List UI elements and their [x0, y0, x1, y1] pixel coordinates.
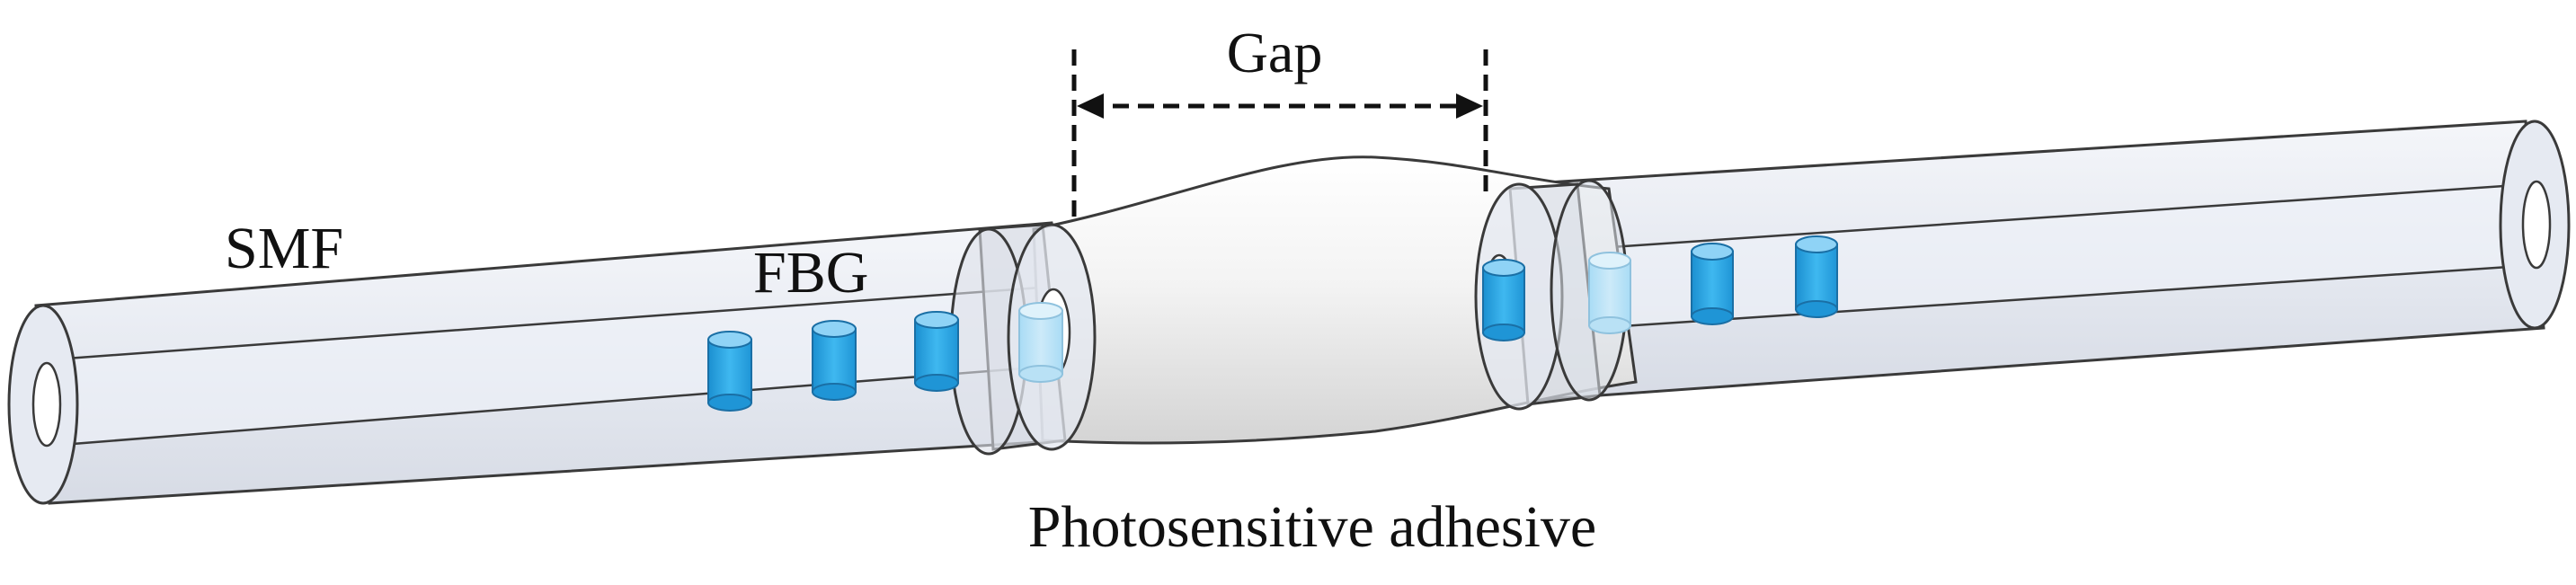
right-fbg-gratings: [1482, 235, 1838, 341]
gap-arrow-head-right: [1456, 93, 1483, 119]
grating-cylinder: [812, 320, 857, 401]
grating-cylinder: [914, 311, 959, 392]
left-end-core: [31, 361, 62, 448]
smf-label: SMF: [225, 216, 343, 281]
grating-cylinder: [1482, 259, 1525, 341]
right-fiber: [1517, 120, 2571, 402]
right-end-core: [2521, 180, 2552, 270]
gap-dimension: [1071, 49, 1488, 220]
right-collar: [1474, 179, 1629, 411]
fbg-label: FBG: [753, 240, 868, 306]
grating-cylinder-faint: [1588, 252, 1631, 334]
gap-label: Gap: [1227, 21, 1323, 84]
adhesive-label: Photosensitive adhesive: [1028, 494, 1596, 560]
gap-arrow-head-left: [1077, 93, 1104, 119]
left-fbg-gratings: [707, 302, 1063, 412]
grating-cylinder: [1795, 235, 1838, 318]
grating-cylinder: [707, 331, 752, 412]
grating-cylinder: [1691, 243, 1734, 325]
grating-cylinder-faint: [1018, 302, 1063, 383]
